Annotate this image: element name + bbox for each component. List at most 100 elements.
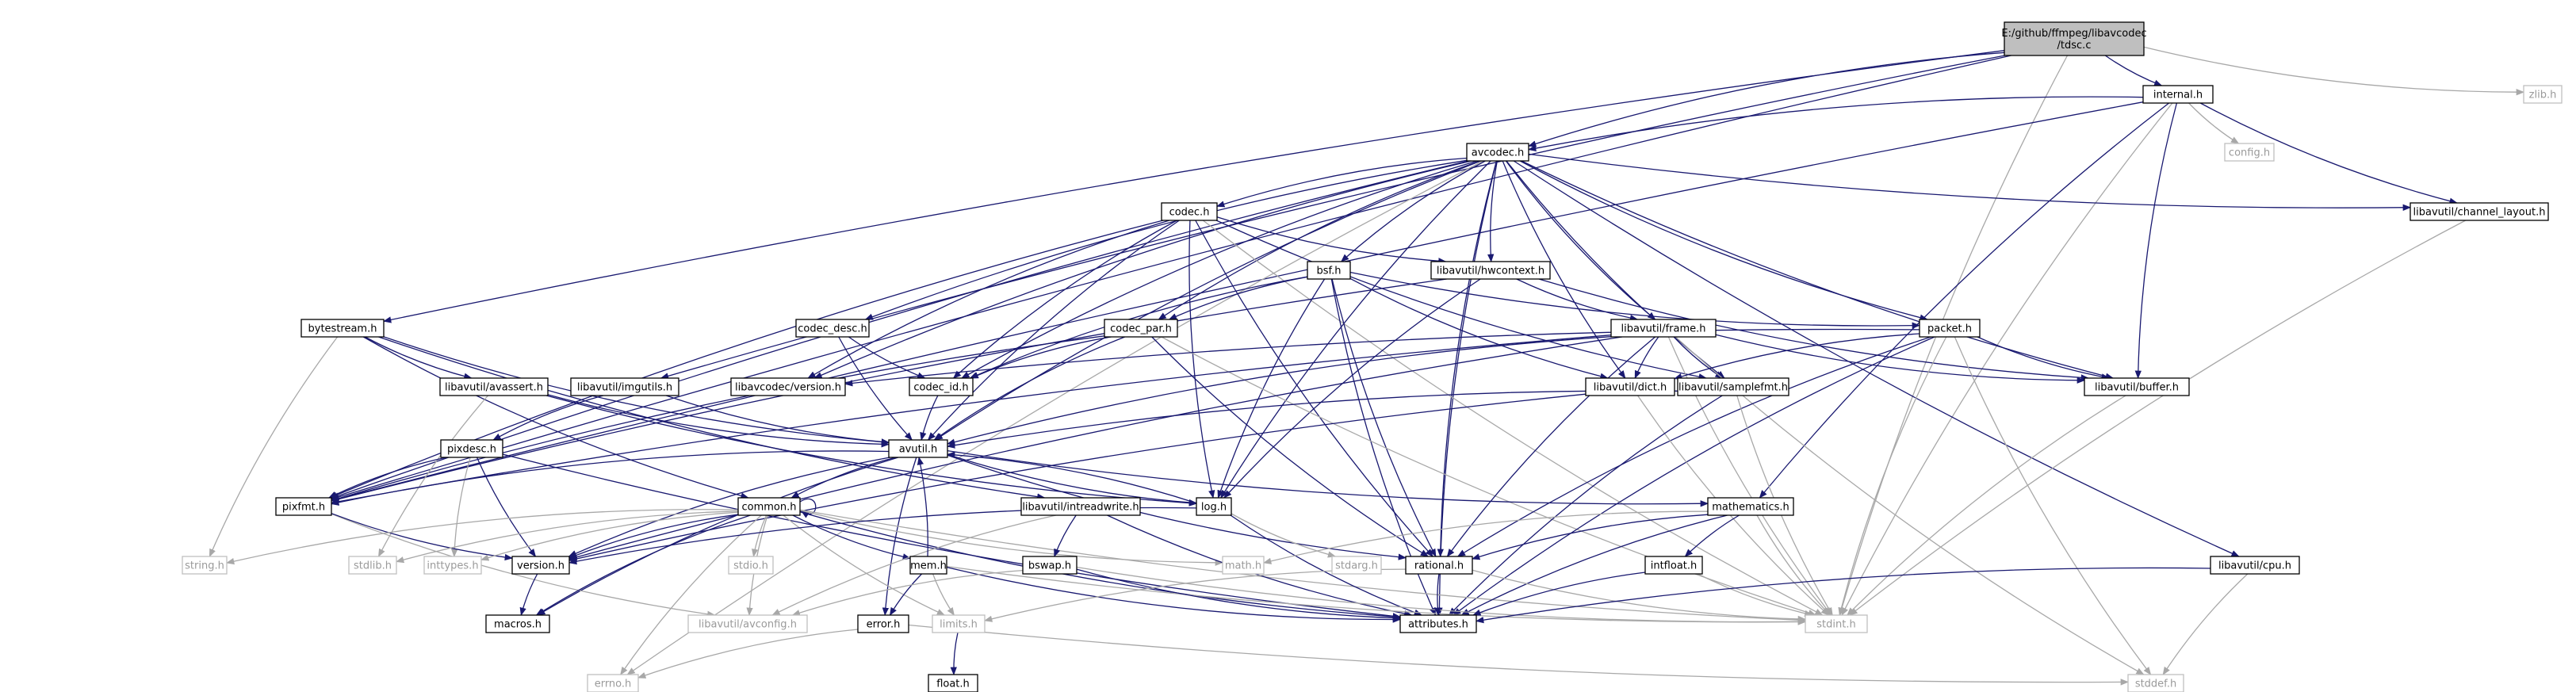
- node-box: [300, 319, 385, 338]
- edge-bswap-to-avconfig: [791, 569, 1024, 617]
- node-box: [1161, 202, 1218, 221]
- node-label: pixdesc.h: [447, 444, 496, 456]
- node-packet[interactable]: packet.h: [1919, 319, 1981, 338]
- node-label: avutil.h: [899, 444, 938, 456]
- edge-codec-to-hwcontext: [1216, 216, 1447, 265]
- node-label: codec.h: [1169, 207, 1210, 219]
- edge-hwcontext-to-pixfmt: [330, 278, 1447, 503]
- node-label: inttypes.h: [427, 560, 478, 572]
- node-chlayout[interactable]: libavutil/channel_layout.h: [2409, 202, 2549, 221]
- node-cpu[interactable]: libavutil/cpu.h: [2210, 556, 2300, 575]
- edge-avutil-to-rational: [947, 454, 1407, 560]
- node-box: [1020, 497, 1141, 516]
- edge-mathematics-to-math: [1262, 510, 1709, 564]
- node-label: libavutil/intreadwrite.h: [1022, 502, 1139, 514]
- node-error[interactable]: error.h: [857, 614, 909, 633]
- node-intreadwrite[interactable]: libavutil/intreadwrite.h: [1020, 497, 1141, 516]
- node-log[interactable]: log.h: [1196, 497, 1232, 516]
- node-box: [1805, 614, 1868, 633]
- node-box: [587, 674, 639, 692]
- node-label: libavutil/avassert.h: [445, 382, 543, 394]
- edge-avcodec-to-hwcontext: [1487, 160, 1498, 263]
- node-frame[interactable]: libavutil/frame.h: [1610, 319, 1717, 338]
- node-rational[interactable]: rational.h: [1405, 556, 1473, 575]
- node-avassert[interactable]: libavutil/avassert.h: [439, 377, 549, 396]
- node-box: [909, 377, 974, 396]
- node-zlib: zlib.h: [2523, 85, 2563, 104]
- edge-avcodec-to-cpu: [1513, 160, 2240, 557]
- edge-frame-to-dict: [1634, 336, 1659, 379]
- edge-common-to-mem: [792, 514, 912, 560]
- edge-avcodec-to-packet: [1519, 160, 1928, 321]
- node-buffer[interactable]: libavutil/buffer.h: [2084, 377, 2190, 396]
- edge-avcodec-to-rational: [1437, 160, 1498, 558]
- node-box: [1022, 556, 1077, 575]
- edge-avcodec-to-frame: [1505, 160, 1656, 320]
- node-samplefmt[interactable]: libavutil/samplefmt.h: [1677, 377, 1789, 396]
- node-label: codec_par.h: [1110, 323, 1172, 335]
- node-avutil[interactable]: avutil.h: [888, 439, 948, 458]
- edge-log-to-avutil: [946, 451, 1197, 504]
- edge-codec_par-to-pixfmt: [331, 335, 1105, 502]
- node-version[interactable]: version.h: [511, 556, 570, 575]
- node-macros[interactable]: macros.h: [485, 614, 550, 633]
- node-label: bsf.h: [1316, 266, 1341, 277]
- node-root[interactable]: E:/github/ffmpeg/libavcodec/tdsc.c: [2001, 21, 2147, 56]
- node-box: [1405, 556, 1473, 575]
- edge-intfloat-to-attributes: [1472, 572, 1646, 616]
- node-codec[interactable]: codec.h: [1161, 202, 1218, 221]
- node-bswap[interactable]: bswap.h: [1022, 556, 1077, 575]
- node-codec_id[interactable]: codec_id.h: [909, 377, 974, 396]
- node-common[interactable]: common.h: [737, 497, 801, 516]
- node-label: limits.h: [940, 619, 978, 631]
- node-imgutils[interactable]: libavutil/imgutils.h: [570, 377, 679, 396]
- node-internal[interactable]: internal.h: [2142, 85, 2214, 104]
- node-pixfmt[interactable]: pixfmt.h: [275, 497, 332, 516]
- edge-avcodec-to-avc_version: [813, 160, 1472, 379]
- node-box: [182, 556, 228, 575]
- node-mathematics[interactable]: mathematics.h: [1707, 497, 1794, 516]
- node-mem[interactable]: mem.h: [909, 556, 947, 575]
- node-label: libavutil/frame.h: [1621, 323, 1706, 335]
- edge-avcodec-to-codec: [1216, 157, 1468, 208]
- edge-buffer-to-stdint: [1847, 395, 2126, 616]
- node-box: [1919, 319, 1981, 338]
- node-box: [440, 439, 503, 458]
- edge-internal-to-chlayout: [2199, 102, 2458, 205]
- edge-bsf-to-packet: [1349, 271, 1921, 329]
- edge-avassert-to-stdlib: [377, 395, 488, 557]
- edge-common-to-attributes: [799, 511, 1402, 621]
- node-label: stdio.h: [733, 560, 768, 572]
- node-hwcontext[interactable]: libavutil/hwcontext.h: [1430, 261, 1551, 280]
- node-attributes[interactable]: attributes.h: [1399, 614, 1477, 633]
- node-label: errno.h: [595, 679, 632, 690]
- edge-common-to-macros: [535, 514, 751, 616]
- node-avcodec[interactable]: avcodec.h: [1466, 143, 1529, 162]
- node-label: zlib.h: [2529, 90, 2557, 101]
- edge-root-to-avcodec: [1528, 52, 2005, 147]
- node-label: internal.h: [2153, 90, 2203, 101]
- node-label: config.h: [2229, 147, 2270, 159]
- node-codec_desc[interactable]: codec_desc.h: [795, 319, 870, 338]
- node-label: error.h: [867, 619, 901, 631]
- node-pixdesc[interactable]: pixdesc.h: [440, 439, 503, 458]
- edge-avcodec-to-errno: [626, 160, 1483, 675]
- node-avc_version[interactable]: libavcodec/version.h: [730, 377, 846, 396]
- edge-log-to-version: [568, 507, 1197, 565]
- node-box: [2224, 143, 2275, 162]
- node-label: float.h: [936, 679, 970, 690]
- edge-frame-to-avutil: [946, 336, 1612, 445]
- node-box: [1644, 556, 1703, 575]
- node-codec_par[interactable]: codec_par.h: [1104, 319, 1178, 338]
- node-label: macros.h: [494, 619, 542, 631]
- node-intfloat[interactable]: intfloat.h: [1644, 556, 1703, 575]
- edge-imgutils-to-avutil: [665, 395, 890, 445]
- node-float[interactable]: float.h: [928, 674, 978, 692]
- node-bsf[interactable]: bsf.h: [1307, 261, 1351, 280]
- edge-avcodec-to-attributes: [1436, 160, 1498, 617]
- node-box: [932, 614, 986, 633]
- node-bytestream[interactable]: bytestream.h: [300, 319, 385, 338]
- edge-pixdesc-to-inttypes: [451, 457, 471, 558]
- edge-bytestream-to-avassert: [365, 336, 473, 380]
- node-dict[interactable]: libavutil/dict.h: [1585, 377, 1675, 396]
